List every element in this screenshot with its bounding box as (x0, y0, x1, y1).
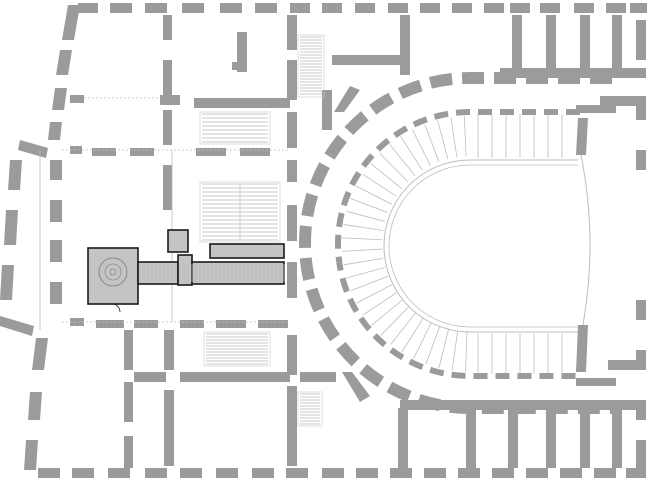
box-divider (371, 299, 403, 326)
box-divider (356, 284, 393, 304)
box-divider (424, 124, 440, 162)
box-divider (412, 129, 431, 166)
horseshoe-auditorium (299, 72, 616, 414)
box-divider (465, 331, 468, 372)
box-divider (342, 237, 383, 241)
box-divider (390, 312, 416, 345)
box-tiers (342, 114, 563, 374)
box-divider (438, 329, 449, 369)
box-divider (370, 163, 402, 189)
box-divider (450, 117, 458, 158)
box-divider (342, 248, 383, 252)
box-divider (379, 153, 409, 182)
box-divider (380, 306, 409, 336)
outer-walls (0, 3, 647, 478)
box-divider (363, 292, 397, 316)
staircases (199, 34, 325, 427)
box-divider (451, 331, 459, 371)
highlighted-insertion (87, 229, 285, 313)
box-divider (401, 318, 424, 353)
box-divider (355, 185, 392, 205)
box-divider (346, 210, 386, 222)
box-divider (463, 116, 467, 157)
box-divider (343, 257, 384, 266)
box-divider (362, 173, 397, 197)
box-divider (413, 322, 432, 360)
box-divider (350, 275, 389, 292)
box-divider (346, 266, 386, 279)
box-divider (425, 326, 441, 365)
box-divider (350, 197, 388, 213)
box-divider (437, 120, 449, 159)
box-divider (343, 224, 384, 231)
box-divider (400, 136, 423, 171)
spiral-stair (98, 257, 128, 287)
box-divider (389, 144, 416, 176)
